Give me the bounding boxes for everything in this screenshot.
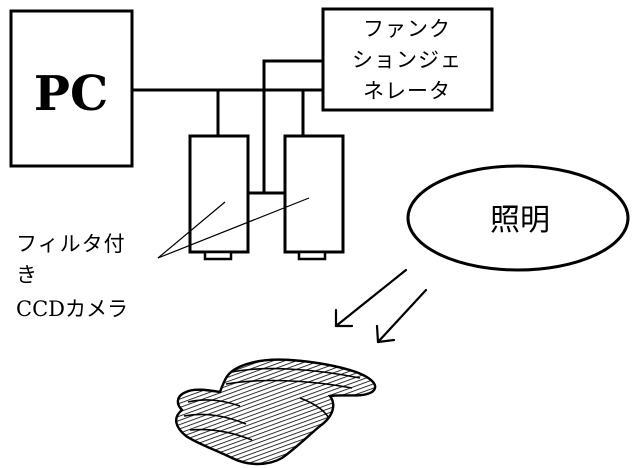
- function-generator-label-line-3: ネレータ: [363, 79, 451, 103]
- generator-to-camera-wire: [262, 59, 323, 193]
- function-generator-label-line-2: ションジェ: [352, 48, 462, 72]
- camera-label-line-2: き: [16, 263, 38, 287]
- camera-left: [188, 134, 250, 261]
- function-generator-box: [321, 7, 494, 112]
- light-arrow-1-shaft: [334, 268, 408, 328]
- pc-label: PC: [34, 66, 108, 122]
- camera-left-body: [188, 134, 250, 254]
- illumination-node: 照明: [406, 164, 630, 272]
- camera-right-lens: [297, 250, 327, 261]
- camera-label-line-1: フィルタ付: [16, 232, 126, 256]
- illumination-label: 照明: [490, 203, 550, 238]
- hand-outline: [175, 358, 377, 466]
- camera-left-lens: [203, 250, 233, 261]
- pc-box: [9, 9, 134, 168]
- pc-node: PC: [9, 9, 134, 168]
- leader-line-right: [157, 197, 310, 259]
- function-generator-node: ファンク ションジェ ネレータ: [321, 7, 494, 112]
- light-arrows: [334, 268, 428, 344]
- illumination-ellipse: [406, 164, 630, 272]
- wiring: [132, 59, 323, 195]
- hand-icon: [175, 358, 377, 466]
- camera-right: [283, 134, 345, 261]
- light-arrow-2-head: [375, 324, 396, 344]
- camera-label-line-3: CCDカメラ: [16, 297, 128, 321]
- light-arrow-2-shaft: [376, 288, 428, 344]
- camera-right-body: [283, 134, 345, 254]
- light-arrow-1-head: [334, 308, 354, 328]
- leader-line-left: [157, 201, 226, 259]
- camera-label-leaders: [157, 197, 310, 259]
- camera-label: フィルタ付 き CCDカメラ: [16, 232, 128, 321]
- function-generator-label-line-1: ファンク: [363, 17, 451, 41]
